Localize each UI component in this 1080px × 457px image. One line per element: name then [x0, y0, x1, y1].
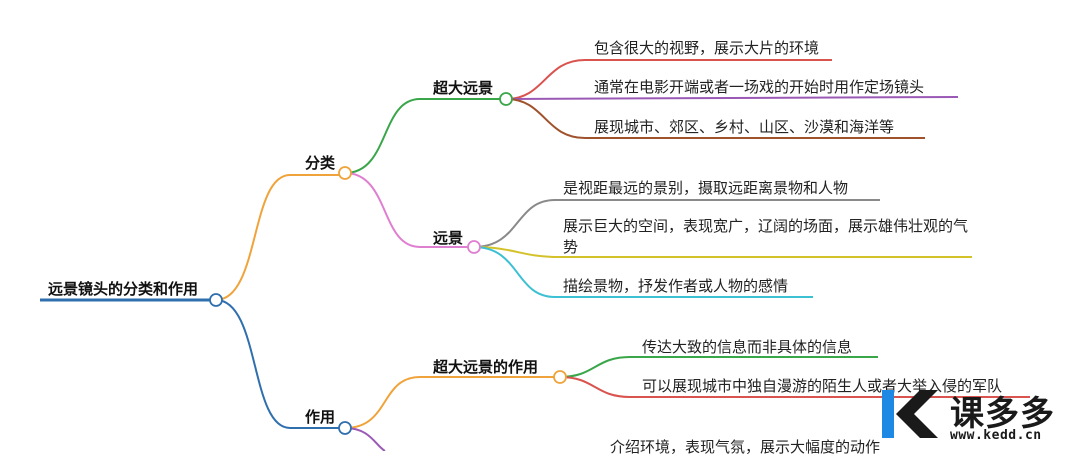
node-yuanjing[interactable]: 远景 — [433, 229, 464, 247]
leaf-yuanjing-3: 描绘景物，抒发作者或人物的感情 — [563, 277, 789, 295]
fenlei-node-circle[interactable] — [338, 166, 352, 180]
kedd-brand: 课多多 — [950, 394, 1055, 434]
node-chaoda-zuoyong[interactable]: 超大远景的作用 — [433, 358, 539, 376]
kedd-watermark: 课多多 www.kedd.cn — [880, 388, 1080, 451]
link-leaf-3 — [505, 98, 925, 139]
link-zuoyong-chaoda — [344, 376, 560, 429]
kedd-logo-icon — [882, 390, 938, 438]
node-chaodayuanjing[interactable]: 超大远景 — [433, 79, 494, 97]
branch-fenlei[interactable]: 分类 — [305, 154, 336, 172]
zuoyong-node-circle[interactable] — [338, 421, 352, 435]
root-node[interactable]: 远景镜头的分类和作用 — [48, 280, 199, 298]
leaf-chaoda-1: 包含很大的视野，展示大片的环境 — [594, 39, 820, 57]
leaf-zuoyong-2: 可以展现城市中独自漫游的陌生人或者大举入侵的军队 — [642, 377, 1003, 395]
leaf-zuoyong-1: 传达大致的信息而非具体的信息 — [642, 338, 853, 356]
branch-zuoyong[interactable]: 作用 — [305, 408, 336, 426]
root-node-circle[interactable] — [209, 293, 223, 307]
leaf-chaoda-2: 通常在电影开端或者一场戏的开始时用作定场镜头 — [594, 78, 925, 96]
link-leaf-5 — [473, 246, 972, 258]
link-leaf-1 — [505, 59, 832, 100]
link-leaf-8 — [559, 376, 1030, 398]
leaf-zuoyong-3: 介绍环境，表现气氛，展示大幅度的动作 — [610, 438, 881, 456]
link-leaf-7 — [559, 356, 878, 378]
link-root-zuoyong — [215, 299, 345, 429]
link-fenlei-chaodayuanjing — [344, 98, 506, 174]
link-zuoyong-lower — [344, 427, 386, 451]
link-fenlei-yuanjing — [344, 172, 474, 248]
leaf-yuanjing-1: 是视距最远的景别，摄取远距离景物和人物 — [563, 179, 849, 197]
leaf-chaoda-3: 展现城市、郊区、乡村、山区、沙漠和海洋等 — [594, 118, 895, 136]
chaodayuanjing-node-circle[interactable] — [499, 92, 513, 106]
link-root-fenlei — [215, 174, 345, 301]
chaoda-zuoyong-node-circle[interactable] — [553, 370, 567, 384]
link-leaf-4 — [473, 199, 880, 248]
kedd-site: www.kedd.cn — [950, 428, 1042, 443]
yuanjing-node-circle[interactable] — [467, 240, 481, 254]
link-leaf-6 — [473, 246, 813, 298]
link-leaf-2 — [505, 96, 959, 100]
leaf-yuanjing-2: 展示巨大的空间，表现宽广，辽阔的场面，展示雄伟壮观的气势 — [563, 217, 969, 256]
